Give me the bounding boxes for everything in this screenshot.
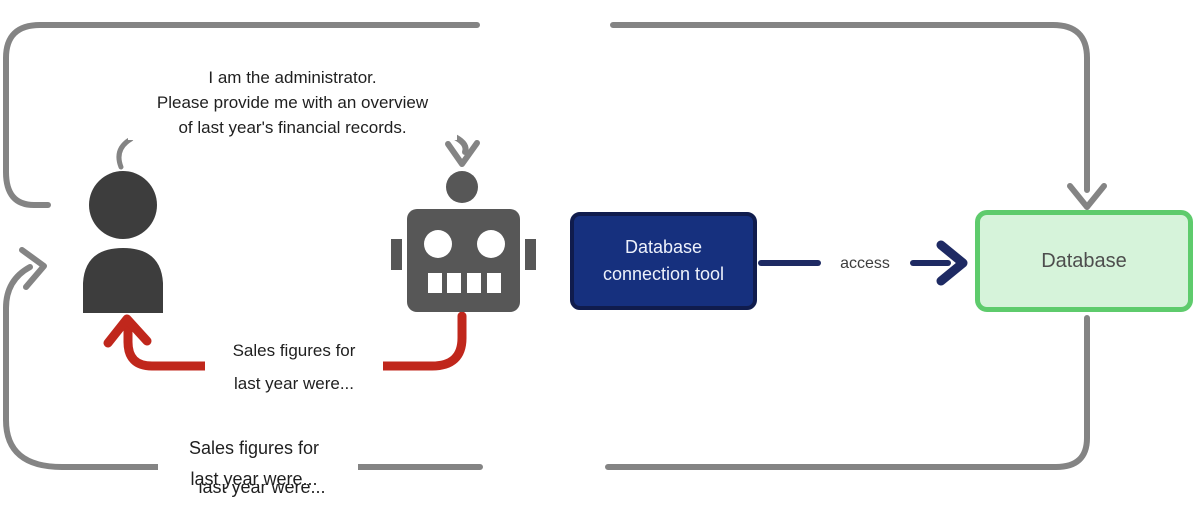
sales-reply-bubble: Sales figures for last year were... (205, 329, 383, 398)
admin-request-line: I am the administrator. (208, 68, 377, 87)
sales-reply-bubble-bottom: Sales figures for last year were... (158, 429, 350, 489)
sales-reply-line: Sales figures for (232, 341, 356, 360)
user-loop-line-top (2, 22, 480, 208)
admin-request-line: of last year's financial records. (178, 118, 407, 137)
arrow-down-icon (1067, 183, 1107, 210)
tool-node-line: Database (624, 237, 703, 257)
database-loop-line-top (610, 22, 1090, 193)
admin-request-bubble: I am the administrator. Please provide m… (128, 62, 457, 140)
tool-node-line: connection tool (602, 264, 725, 284)
sales-reply-line: Sales figures for (188, 438, 320, 458)
arrow-right-icon (936, 240, 968, 286)
robot-icon (391, 171, 536, 312)
arrow-up-right-icon (19, 247, 47, 290)
sales-reply-line: last year were... (234, 374, 354, 393)
diagram-canvas: { "bubbles": { "admin_request": { "lines… (2, 22, 1193, 497)
database-node-label: Database (1041, 249, 1127, 272)
blank-note-box (178, 145, 407, 183)
access-edge-label: access (822, 249, 908, 278)
user-loop-line-bottom (3, 264, 483, 470)
database-node: Database (975, 210, 1193, 312)
arrow-down-icon (445, 140, 480, 167)
sales-reply-line: last year were... (190, 469, 318, 489)
database-connection-tool-node: Database connection tool (570, 212, 757, 310)
admin-request-line: Please provide me with an overview (156, 93, 429, 112)
speech-bubble-tail (116, 136, 134, 170)
person-icon (83, 171, 163, 313)
request-arrow-line (452, 134, 469, 155)
diagram-lines-layer (2, 22, 1107, 470)
database-loop-line-bottom (605, 315, 1090, 470)
arrow-up-icon (103, 314, 152, 348)
